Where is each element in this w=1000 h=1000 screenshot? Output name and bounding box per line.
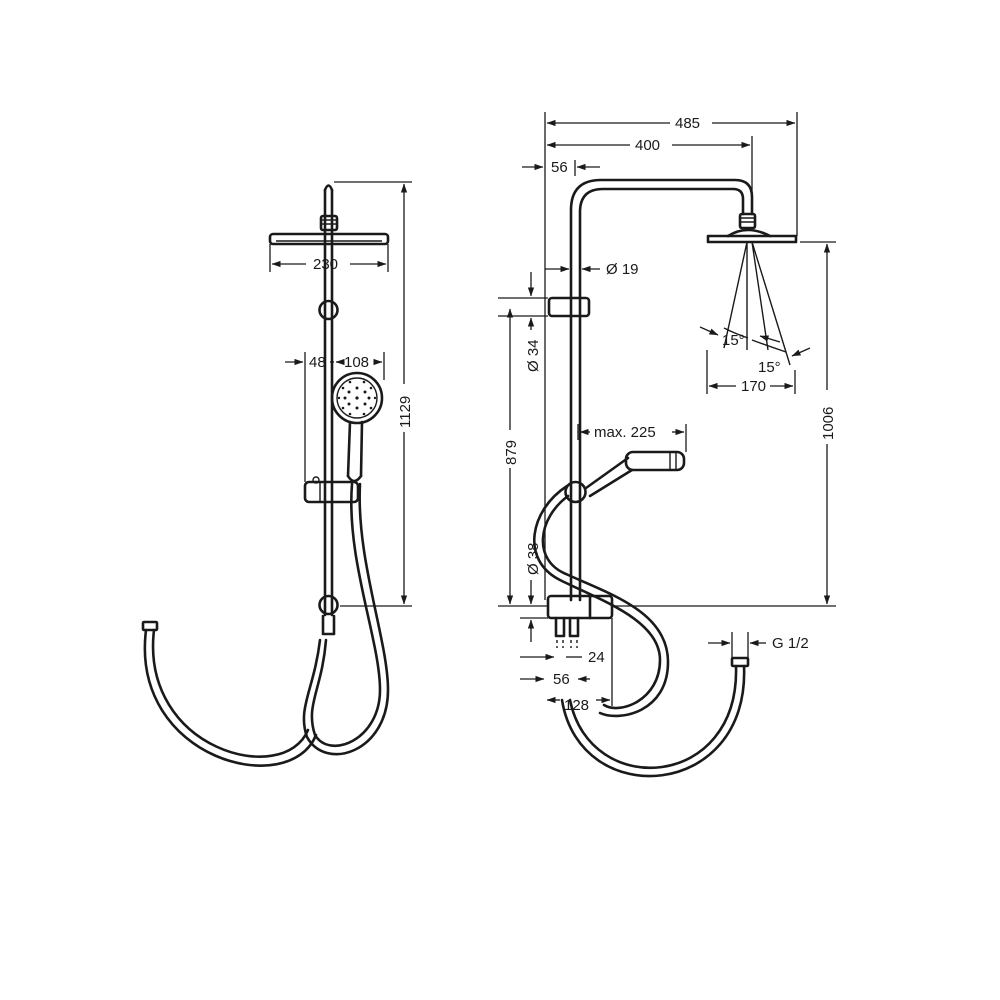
dim-rail-diameter: Ø 19 (606, 261, 639, 278)
spray-angle-lines (723, 241, 791, 366)
dim-thread: G 1/2 (772, 635, 809, 652)
front-rail (323, 188, 334, 617)
front-hand-shower (330, 371, 384, 483)
side-valve-body (546, 594, 614, 620)
front-view: 230 48 108 1129 (141, 181, 414, 767)
side-inlets (554, 616, 580, 638)
dim-overall-reach: 485 (675, 115, 700, 132)
dim-hand-offset: 48 (309, 354, 326, 371)
side-supply-hose (568, 664, 738, 770)
dim-wall-distance: 56 (551, 159, 568, 176)
front-head-joint (319, 214, 339, 232)
dim-valve-width: 128 (564, 697, 589, 714)
dim-valve-diameter: Ø 38 (525, 542, 542, 575)
dim-holder-height: 879 (503, 440, 520, 465)
dim-spray-width: 170 (741, 378, 766, 395)
dim-arm-reach: 400 (635, 137, 660, 154)
spray-nozzles (337, 380, 377, 416)
side-head-joint (738, 212, 757, 230)
front-overhead-shower (268, 232, 390, 246)
angle-right: 15° (758, 359, 781, 376)
side-overhead-shower (706, 234, 798, 244)
angle-left: 15° (722, 332, 745, 349)
dim-total-height: 1129 (397, 396, 414, 428)
front-rail-cap (323, 184, 334, 192)
dim-inlet-offset: 56 (553, 671, 570, 688)
front-hand-holder (303, 480, 360, 504)
front-upper-ball (318, 299, 339, 321)
front-lower-ball (318, 594, 339, 616)
dim-head-height: 1006 (820, 407, 837, 440)
dim-hand-diameter: 108 (344, 354, 369, 371)
side-rail (569, 178, 754, 602)
side-hand-shower (584, 450, 686, 498)
side-view: 15° 15° 485 400 (498, 112, 837, 778)
dim-inlet-spacing: 24 (588, 649, 605, 666)
front-supply-hose (143, 628, 318, 767)
dim-head-width: 230 (313, 256, 338, 273)
side-hand-hose (533, 484, 662, 710)
side-upper-holder (547, 296, 591, 318)
dim-holder-diameter: Ø 34 (525, 339, 542, 372)
side-hand-ball (564, 480, 587, 504)
dim-hand-reach: max. 225 (594, 424, 656, 441)
front-hand-hose (310, 482, 382, 747)
